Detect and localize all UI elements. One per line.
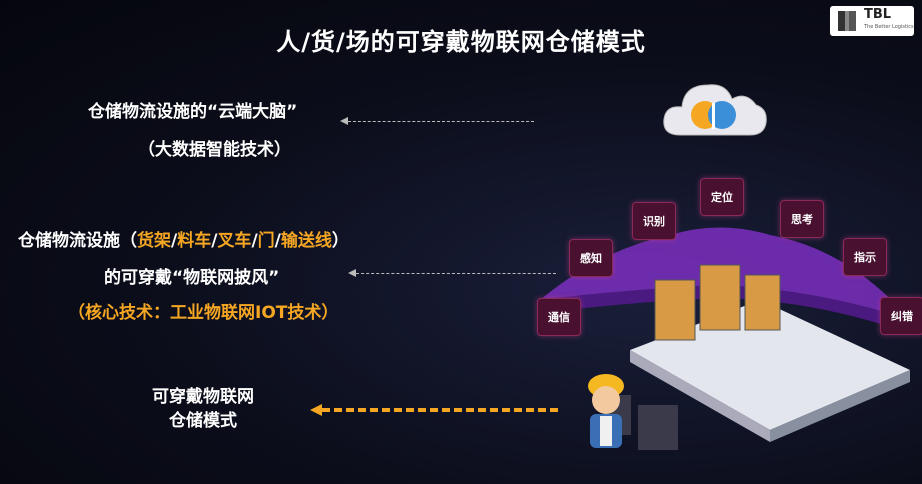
item-shelf: 货架 <box>137 231 171 251</box>
cloud-arrow <box>340 117 534 125</box>
cloud-brain-icon <box>663 84 767 136</box>
page-title: 人/货/场的可穿戴物联网仓储模式 <box>276 28 646 56</box>
item-door: 门 <box>257 231 275 251</box>
badge-communication: 通信 <box>537 298 581 336</box>
logo-tagline: The Better Logistics <box>864 24 914 30</box>
cloud-line2: （大数据智能技术） <box>138 140 291 160</box>
badge-thinking: 思考 <box>780 200 824 238</box>
badge-indication: 指示 <box>843 238 887 276</box>
warehouse-illustration <box>540 227 910 450</box>
logo-mark-icon <box>838 11 856 31</box>
item-conveyor: 输送线 <box>280 231 332 251</box>
mode-line2: 仓储模式 <box>169 411 237 431</box>
tbl-logo: TBL The Better Logistics <box>830 6 914 36</box>
facility-line2: 的可穿戴“物联网披风” <box>104 268 280 288</box>
mode-line1: 可穿戴物联网 <box>152 387 254 407</box>
mode-arrow <box>310 404 558 416</box>
item-cart: 料车 <box>177 231 212 251</box>
badge-perception: 感知 <box>569 239 613 277</box>
worker-icon <box>588 374 624 448</box>
cloud-line1: 仓储物流设施的“云端大脑” <box>88 102 298 122</box>
badge-positioning: 定位 <box>700 178 744 216</box>
badge-identification: 识别 <box>632 202 676 240</box>
facility-line1: 仓储物流设施（货架/料车/叉车/门/输送线） <box>18 231 349 251</box>
facility-arrow <box>348 269 556 277</box>
logo-name: TBL <box>864 7 892 22</box>
item-forklift: 叉车 <box>217 231 252 251</box>
mode-text: 可穿戴物联网 仓储模式 <box>152 385 254 433</box>
facility-line3: （核心技术：工业物联网IOT技术） <box>68 303 339 323</box>
badge-correction: 纠错 <box>880 297 922 335</box>
